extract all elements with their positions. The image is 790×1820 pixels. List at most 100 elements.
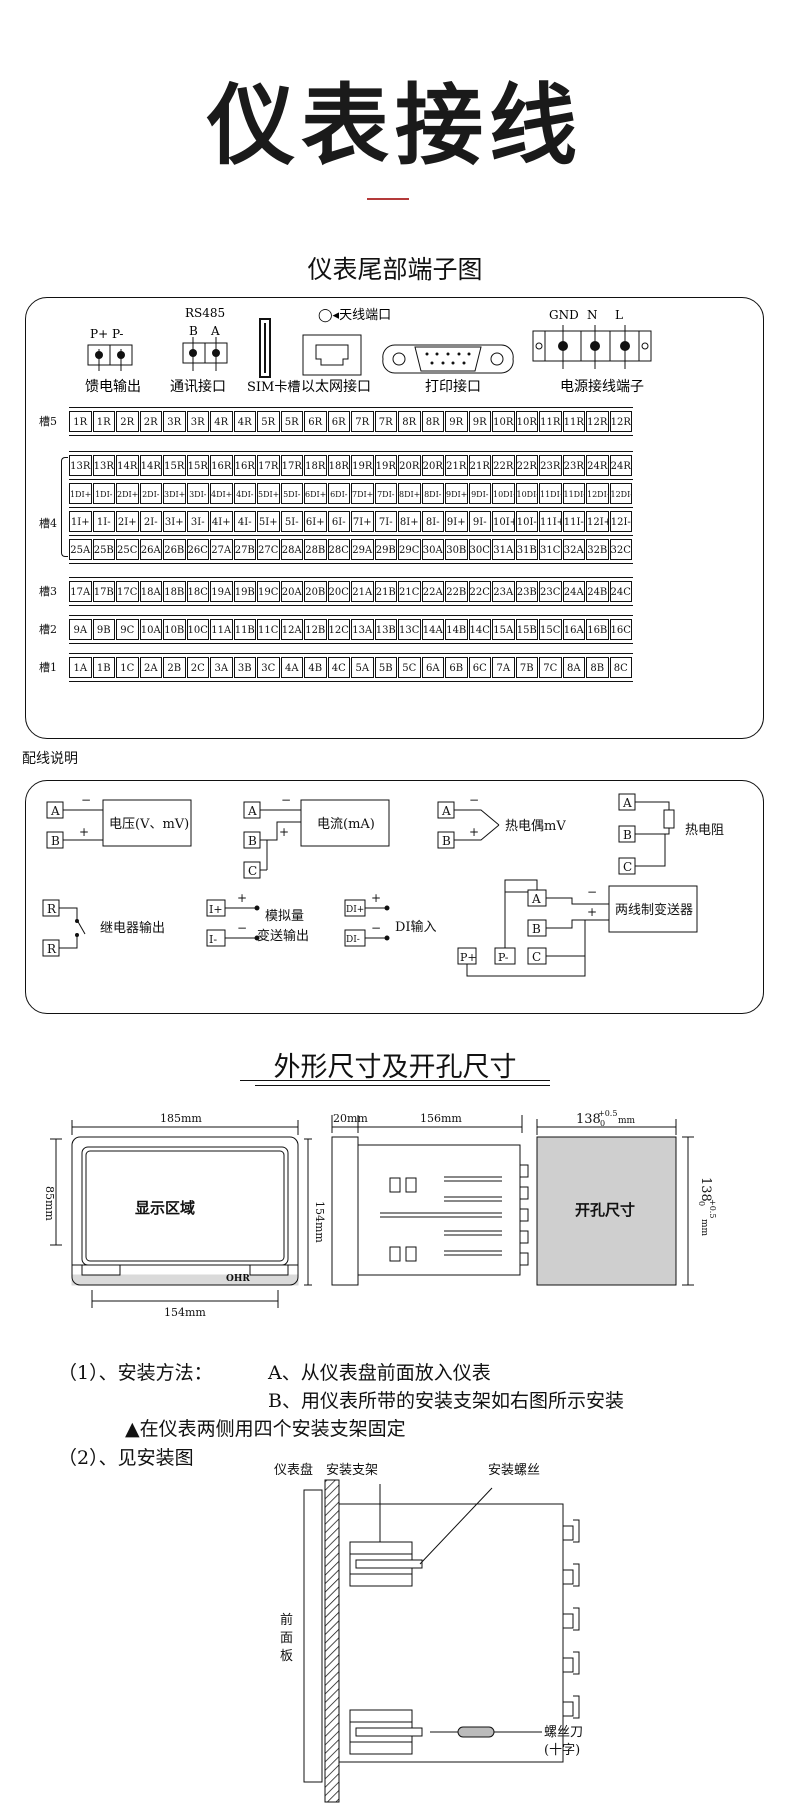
terminal-cell: 18B [163, 581, 186, 602]
terminal-cell: 16R [233, 455, 256, 476]
tw-b: B [532, 922, 541, 936]
tw-pplus: P+ [460, 951, 477, 964]
terminal-cell: 3I- [186, 511, 209, 532]
brand-label: OHR [226, 1274, 250, 1284]
voltage-a: A [50, 804, 60, 818]
terminal-cell: 15R [163, 455, 186, 476]
terminal-cell: 6I- [327, 511, 350, 532]
terminal-panel [25, 297, 764, 739]
terminal-cell: 32B [586, 539, 609, 560]
terminal-cell: 24C [609, 581, 632, 602]
cut-tol: +0.5 [598, 1109, 617, 1118]
rs485-b-label: B [189, 324, 198, 338]
terminal-cell: 11I+ [539, 511, 562, 532]
terminal-cell: 23R [562, 455, 585, 476]
terminal-cell: 7A [492, 657, 515, 678]
terminal-cell: 13R [92, 455, 115, 476]
svg-text:+0.5: +0.5 [708, 1199, 717, 1218]
svg-text:−: − [281, 793, 291, 807]
terminal-cell: 15R [186, 455, 209, 476]
terminal-cell: 4I- [233, 511, 256, 532]
driver-sub-label: (十字) [544, 1743, 580, 1758]
feed-pminus-label: P- [112, 327, 123, 341]
terminal-cell: 18C [186, 581, 209, 602]
terminal-cell: 8DI- [421, 483, 444, 504]
terminal-cell: 5R [280, 411, 303, 432]
terminal-cell: 28A [280, 539, 303, 560]
analog-minus: I- [209, 933, 217, 946]
terminal-cell: 4C [327, 657, 350, 678]
svg-text:+: + [279, 825, 289, 839]
sim-slot-label: SIM卡槽 [247, 380, 300, 395]
terminal-cell: 29A [351, 539, 374, 560]
wiring-panel [25, 780, 764, 1014]
terminal-cell: 7B [515, 657, 538, 678]
svg-text:+: + [587, 905, 597, 919]
page-title: 仪表接线 [206, 74, 583, 177]
terminal-row: 1DI+1DI-2DI+2DI-3DI+3DI-4DI+4DI-5DI+5DI-… [69, 479, 633, 508]
front-label-1: 前 [280, 1612, 293, 1628]
terminal-cell: 5I- [280, 511, 303, 532]
terminal-cell: 10DI+ [492, 483, 515, 504]
relay-label: 继电器输出 [100, 920, 165, 936]
terminal-cell: 8R [421, 411, 444, 432]
title-divider [367, 198, 409, 200]
terminal-cell: 2R [116, 411, 139, 432]
rtd-c: C [623, 860, 632, 874]
terminal-cell: 14C [468, 619, 491, 640]
current-a: A [247, 804, 257, 818]
terminal-cell: 5A [351, 657, 374, 678]
terminal-cell: 12A [280, 619, 303, 640]
power-terminal-label: 电源接线端子 [560, 378, 644, 395]
slot4-bracket [61, 457, 68, 557]
terminal-cell: 13R [69, 455, 92, 476]
antenna-port-label: ◯◂天线端口 [318, 308, 391, 323]
terminal-cell: 10C [186, 619, 209, 640]
terminal-cell: 12I+ [586, 511, 609, 532]
cut-tol0: 0 [600, 1119, 605, 1128]
side-20: 20mm [333, 1112, 368, 1125]
svg-text:+: + [237, 891, 247, 905]
terminal-cell: 4B [304, 657, 327, 678]
di-plus: DI+ [346, 905, 364, 915]
terminal-cell: 12B [304, 619, 327, 640]
wiring-diagram: A B −+ 电压(V、mV) A B C −+ 电流(mA) A B −+ 热… [42, 793, 724, 977]
terminal-cell: 24R [609, 455, 632, 476]
terminal-cell: 29B [374, 539, 397, 560]
terminal-cell: 29C [398, 539, 421, 560]
terminal-cell: 18R [304, 455, 327, 476]
install-line1a: （1）、安装方法： [58, 1362, 213, 1384]
terminal-cell: 19B [233, 581, 256, 602]
install-line1b: A、从仪表盘前面放入仪表 [268, 1362, 491, 1384]
terminal-cell: 8A [562, 657, 585, 678]
terminal-cell: 2A [139, 657, 162, 678]
terminal-cell: 11B [233, 619, 256, 640]
terminal-cell: 23C [539, 581, 562, 602]
terminal-cell: 11R [562, 411, 585, 432]
terminal-cell: 2B [163, 657, 186, 678]
terminal-cell: 11A [210, 619, 233, 640]
dims-underline [240, 1080, 550, 1081]
slot-label: 槽4 [39, 517, 57, 530]
terminal-cell: 8B [586, 657, 609, 678]
terminal-cell: 32C [609, 539, 632, 560]
terminal-cell: 13C [398, 619, 421, 640]
voltage-b: B [51, 834, 60, 848]
terminal-cell: 23R [539, 455, 562, 476]
terminal-cell: 11DI+ [539, 483, 562, 504]
terminal-cell: 27C [257, 539, 280, 560]
slot-label: 槽1 [39, 661, 57, 674]
terminal-cell: 19R [374, 455, 397, 476]
terminal-cell: 9I+ [445, 511, 468, 532]
terminal-cell: 8I- [421, 511, 444, 532]
svg-text:−: − [81, 793, 91, 807]
install-line2: B、用仪表所带的安装支架如右图所示安装 [268, 1390, 624, 1412]
terminal-cell: 10DI- [515, 483, 538, 504]
terminal-cell: 10R [515, 411, 538, 432]
terminal-cell: 2DI+ [116, 483, 139, 504]
terminal-cell: 17R [280, 455, 303, 476]
terminal-cell: 5DI- [280, 483, 303, 504]
terminal-cell: 4R [233, 411, 256, 432]
